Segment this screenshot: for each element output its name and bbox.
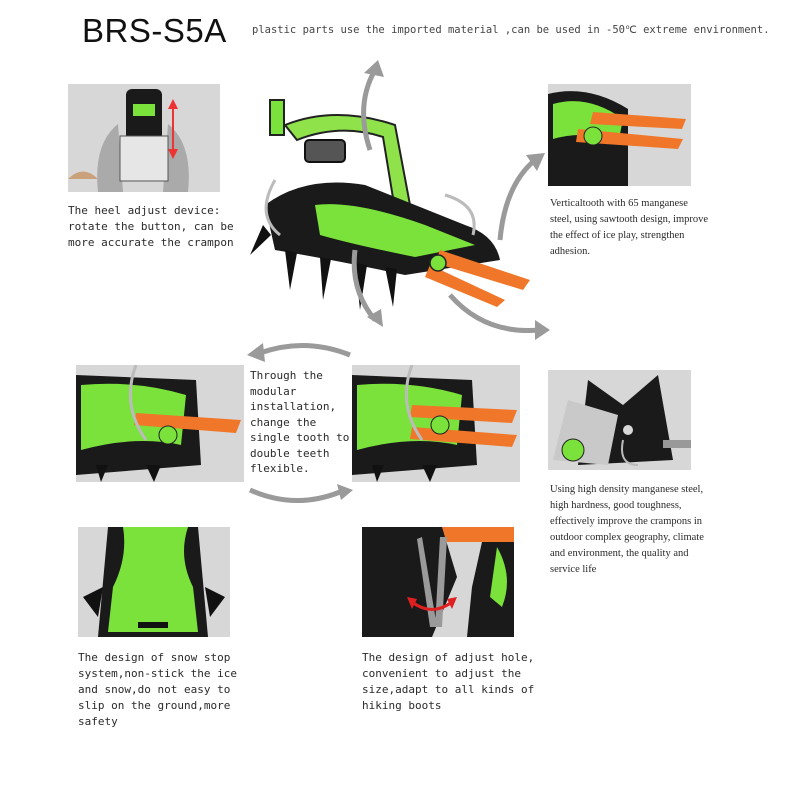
vertical-tooth-caption: Verticaltooth with 65 manganese steel, u… [550,198,709,257]
adjust-hole-caption: The design of adjust hole, convenient to… [362,651,535,712]
heel-adjust-photo [68,84,220,192]
modular-caption: Through the modular installation, change… [250,369,350,475]
curved-arrow-icon [497,153,545,241]
product-title: BRS-S5A [82,12,227,49]
snow-stop-caption: The design of snow stop system,non-stick… [78,651,237,728]
curved-arrow-icon [247,343,351,362]
double-teeth-photo [352,365,520,482]
curved-arrow-icon [448,293,550,340]
single-tooth-photo [76,365,244,482]
material-note: plastic parts use the imported material … [252,24,770,36]
snow-stop-photo [78,527,230,637]
heel-adjust-caption: The heel adjust device: rotate the butto… [68,204,234,249]
curved-arrow-icon [351,249,383,327]
manganese-steel-caption: Using high density manganese steel, high… [550,484,704,575]
vertical-tooth-photo [548,84,691,186]
curved-arrow-icon [248,484,353,503]
curved-arrow-icon [361,60,384,151]
adjust-hole-photo [362,527,514,637]
crampon-hero-image [245,85,535,320]
manganese-steel-photo [548,370,691,470]
